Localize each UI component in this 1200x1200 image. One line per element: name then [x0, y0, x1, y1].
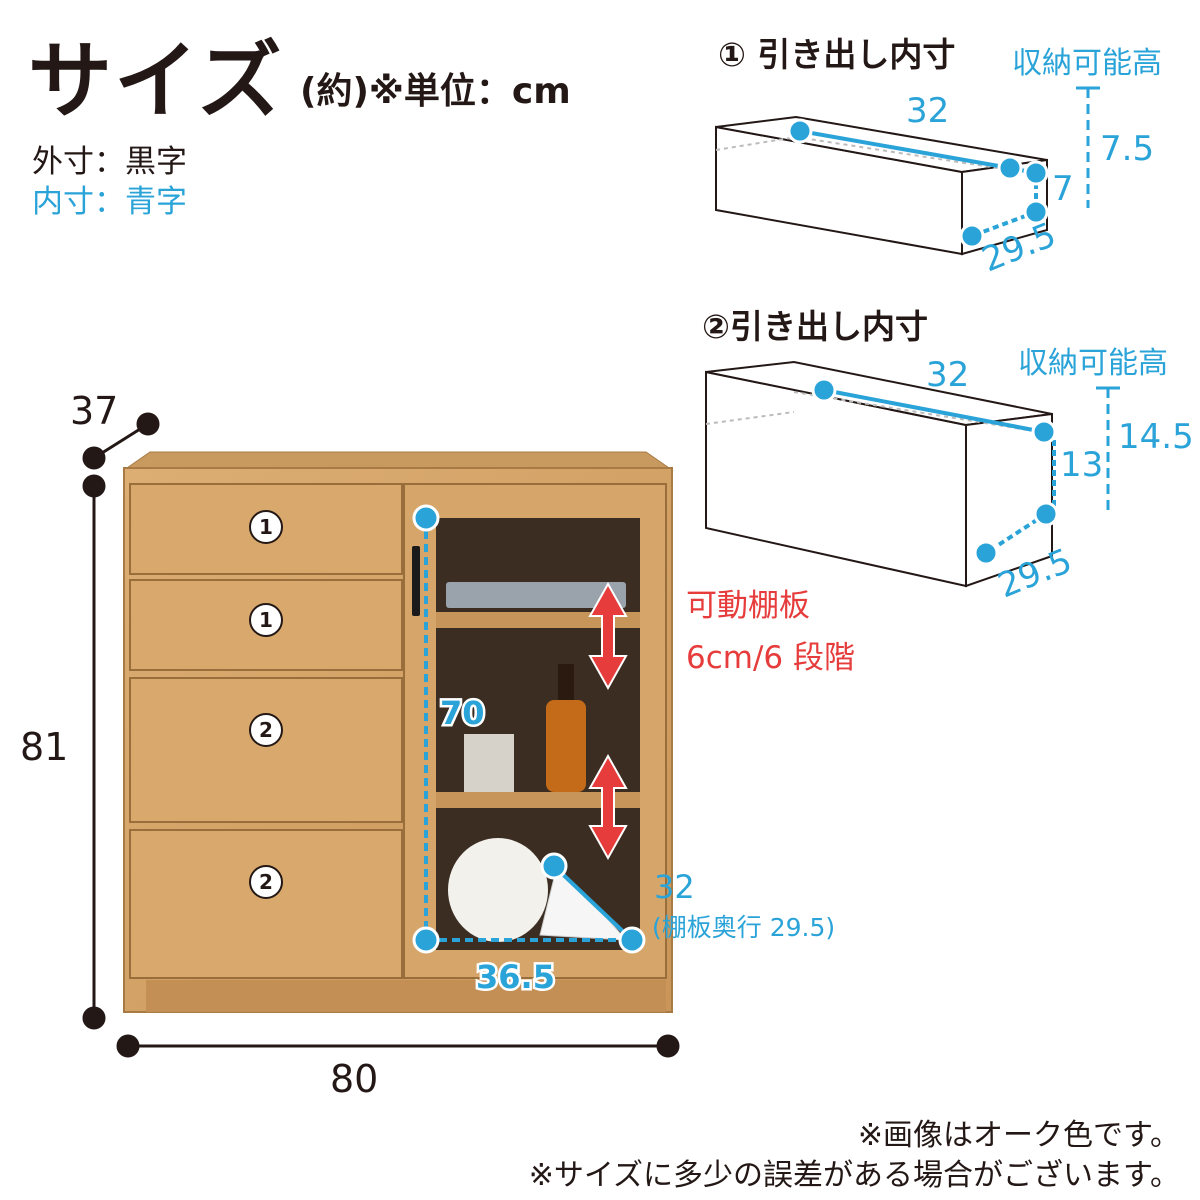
drawer1-width-label: 32 [906, 91, 949, 131]
door-inner-dimension-dots [412, 504, 646, 954]
drawer-number-2: 1 [259, 608, 273, 632]
movable-shelf-label: 可動棚板 [686, 588, 810, 624]
drawer2-storage-label: 収納可能高 [1018, 346, 1168, 381]
drawer-number-circles [249, 510, 283, 899]
drawer1-dimension-dots [787, 118, 1049, 249]
page-title: サイズ [28, 32, 284, 130]
drawer1-box [715, 115, 1048, 256]
inner-dimension-legend: 内寸：青字 [32, 184, 187, 220]
drawer-number-4: 2 [259, 870, 273, 894]
drawer-front-3 [129, 677, 403, 823]
drawer2-storage-height-label: 14.5 [1118, 417, 1194, 457]
shelf-depth-note: (棚板奥行 29.5) [652, 913, 835, 942]
door-inner-height-label: 70 [440, 694, 485, 732]
cabinet-outer-dimensions [82, 412, 680, 1058]
drawer1-title: ① 引き出し内寸 [718, 35, 956, 74]
door-handle [412, 546, 420, 616]
drawer-number-1: 1 [259, 515, 273, 539]
door-inner-depth-label: 32 [654, 868, 695, 906]
drawer2-dimension-dots [811, 377, 1059, 566]
drawer2-box [705, 360, 1053, 588]
door-inner-width-label: 36.5 [476, 958, 555, 996]
unit-note: (約)※単位：cm [300, 71, 571, 112]
shelf-steps-label: 6cm/6 段階 [686, 640, 855, 676]
color-note: ※画像はオーク色です。 [857, 1118, 1180, 1153]
tolerance-note: ※サイズに多少の誤差がある場合がございます。 [528, 1158, 1180, 1193]
drawer2-width-label: 32 [926, 355, 969, 395]
outer-dimension-legend: 外寸：黒字 [32, 144, 187, 180]
cabinet-body [122, 451, 674, 1013]
drawer-front-4 [129, 829, 403, 979]
drawer-number-3: 2 [259, 718, 273, 742]
shelf-adjust-arrows [588, 581, 628, 861]
cabinet-depth-label: 37 [70, 389, 118, 433]
drawer2-height-label: 13 [1060, 445, 1103, 485]
drawer2-dimension-lines [823, 386, 1120, 555]
drawer1-storage-height-label: 7.5 [1100, 129, 1154, 169]
cabinet-height-label: 81 [20, 725, 68, 769]
drawer1-height-label: 7 [1052, 169, 1074, 209]
drawer2-title: ②引き出し内寸 [702, 307, 928, 346]
door-inner-dimension-lines [424, 518, 634, 942]
cabinet-width-label: 80 [330, 1057, 378, 1101]
drawer1-storage-label: 収納可能高 [1012, 46, 1162, 81]
